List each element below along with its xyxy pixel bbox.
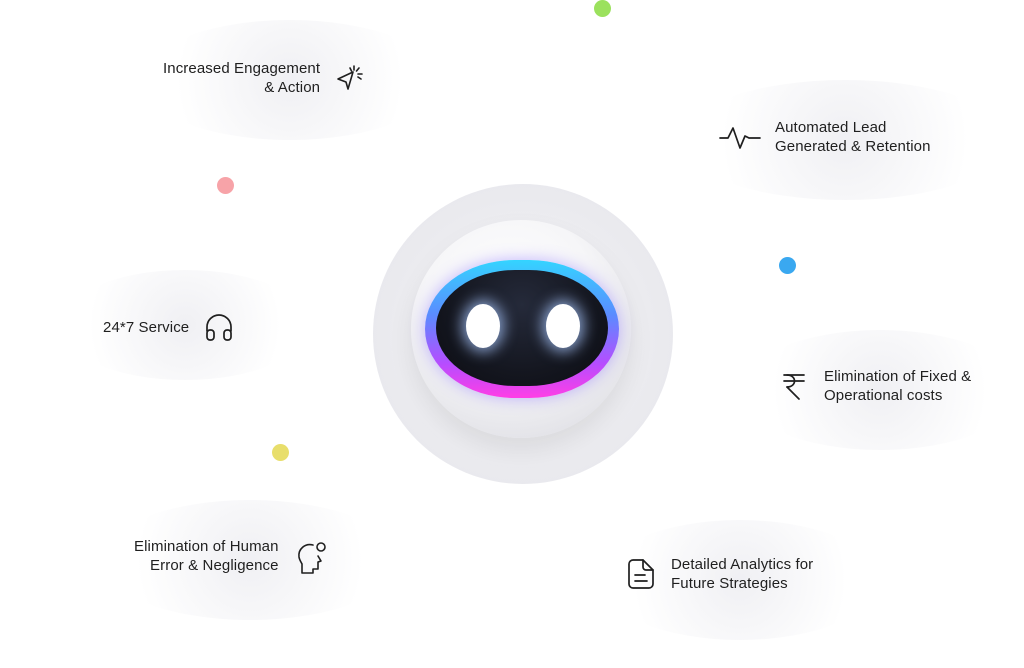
feature-elimination-costs: Elimination of Fixed & Operational costs bbox=[778, 367, 971, 405]
decorative-dot-pink bbox=[217, 177, 234, 194]
feature-label-line1: Elimination of Fixed & bbox=[824, 368, 972, 385]
decorative-dot-yellow bbox=[272, 444, 289, 461]
decorative-dot-blue bbox=[779, 257, 796, 274]
robot-right-eye bbox=[546, 304, 580, 348]
feature-detailed-analytics: Detailed Analytics for Future Strategies bbox=[625, 555, 813, 593]
feature-label-line1: Increased Engagement bbox=[163, 60, 321, 77]
robot-left-eye bbox=[466, 304, 500, 348]
feature-increased-engagement: Increased Engagement & Action bbox=[163, 59, 366, 97]
feature-automated-lead: Automated Lead Generated & Retention bbox=[719, 118, 931, 156]
feature-label-line2: Generated & Retention bbox=[775, 138, 931, 155]
feature-elimination-human-error: Elimination of Human Error & Negligence bbox=[134, 537, 329, 575]
feature-label-line1: Automated Lead bbox=[775, 119, 887, 136]
feature-label-line2: & Action bbox=[264, 79, 321, 96]
feature-label-line1: Elimination of Human bbox=[134, 538, 279, 555]
robot-visor bbox=[436, 270, 608, 386]
feature-label-line2: Error & Negligence bbox=[150, 557, 279, 574]
rupee-icon bbox=[778, 370, 810, 402]
feature-label-line1: Detailed Analytics for bbox=[671, 556, 814, 573]
feature-label-line2: Operational costs bbox=[824, 387, 943, 404]
feature-247-service: 24*7 Service bbox=[103, 311, 235, 343]
pulse-icon bbox=[719, 121, 761, 153]
headphones-icon bbox=[203, 311, 235, 343]
human-head-icon bbox=[293, 540, 329, 574]
cursor-click-icon bbox=[334, 62, 366, 94]
feature-label-line2: Future Strategies bbox=[671, 575, 788, 592]
decorative-dot-green bbox=[594, 0, 611, 17]
feature-label-line1: 24*7 Service bbox=[103, 318, 190, 336]
document-icon bbox=[625, 558, 657, 590]
